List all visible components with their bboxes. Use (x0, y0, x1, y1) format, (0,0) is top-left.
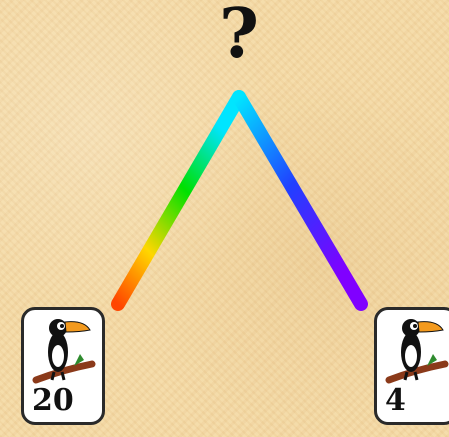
number-card-right: 4 (374, 307, 449, 425)
triangle-left-side (118, 97, 239, 304)
card-value-left: 20 (32, 383, 74, 418)
card-value-right: 4 (385, 383, 406, 418)
triangle-right-side (239, 97, 361, 304)
number-card-left: 20 (21, 307, 105, 425)
